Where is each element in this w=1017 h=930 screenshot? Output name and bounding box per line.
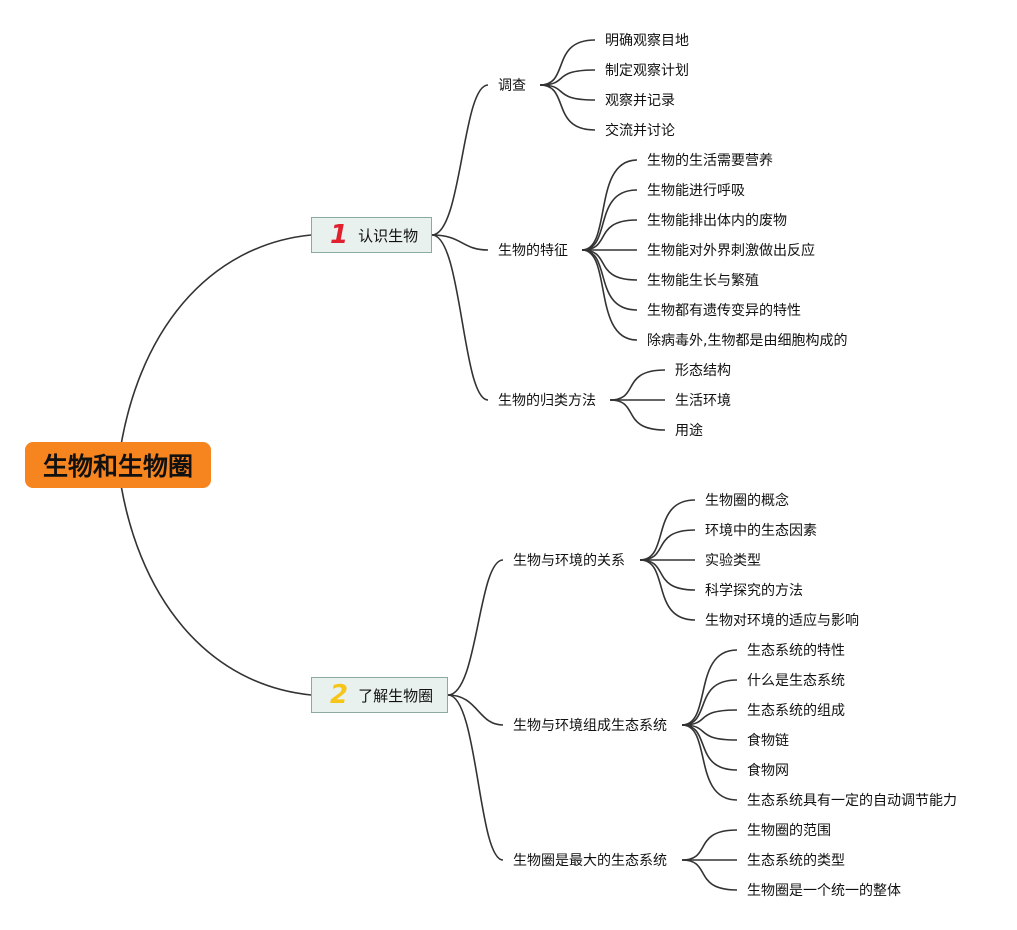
topic-characteristics[interactable]: 生物的特征	[498, 243, 568, 259]
topic-survey[interactable]: 调查	[498, 78, 526, 94]
topic-largest-ecosystem[interactable]: 生物圈是最大的生态系统	[513, 853, 667, 869]
leaf-node[interactable]: 生态系统的特性	[747, 643, 845, 659]
topic-leaf-connector	[639, 559, 696, 621]
branch-topic-connector	[447, 694, 504, 726]
leaf-node[interactable]: 食物网	[747, 763, 789, 779]
topic-leaf-connector	[639, 529, 696, 561]
topic-leaf-connector	[581, 249, 638, 281]
leaf-node[interactable]: 生态系统的组成	[747, 703, 845, 719]
topic-leaf-connector	[639, 559, 696, 591]
leaf-node[interactable]: 科学探究的方法	[705, 583, 803, 599]
branch-topic-connector	[431, 234, 489, 401]
root-topic[interactable]: 生物和生物圈	[25, 442, 211, 488]
topic-leaf-connector	[681, 679, 738, 726]
leaf-node[interactable]: 生活环境	[675, 393, 731, 409]
branch-understand-biosphere[interactable]: 2 了解生物圈	[311, 677, 448, 713]
topic-ecosystem-composition[interactable]: 生物与环境组成生态系统	[513, 718, 667, 734]
topic-leaf-connector	[581, 219, 638, 251]
branch-topic-connector	[431, 84, 489, 236]
leaf-node[interactable]: 生物的生活需要营养	[647, 153, 773, 169]
leaf-node[interactable]: 生物圈是一个统一的整体	[747, 883, 901, 899]
leaf-node[interactable]: 形态结构	[675, 363, 731, 379]
leaf-node[interactable]: 生物对环境的适应与影响	[705, 613, 859, 629]
leaf-node[interactable]: 生物圈的概念	[705, 493, 789, 509]
topic-leaf-connector	[581, 159, 638, 251]
branch-recognize-organisms[interactable]: 1 认识生物	[311, 217, 432, 253]
topic-leaf-connector	[539, 69, 596, 86]
branch-topic-connector	[431, 234, 489, 251]
topic-leaf-connector	[681, 829, 738, 861]
leaf-node[interactable]: 用途	[675, 423, 703, 439]
leaf-node[interactable]: 实验类型	[705, 553, 761, 569]
branch-label: 了解生物圈	[358, 686, 434, 705]
topic-leaf-connector	[681, 724, 738, 801]
leaf-node[interactable]: 交流并讨论	[605, 123, 675, 139]
leaf-node[interactable]: 生物能进行呼吸	[647, 183, 745, 199]
topic-leaf-connector	[539, 84, 596, 101]
leaf-node[interactable]: 生态系统的类型	[747, 853, 845, 869]
topic-leaf-connector	[681, 649, 738, 726]
topic-leaf-connector	[639, 499, 696, 561]
topic-organism-environment[interactable]: 生物与环境的关系	[513, 553, 625, 569]
leaf-node[interactable]: 明确观察目地	[605, 33, 689, 49]
leaf-node[interactable]: 生物圈的范围	[747, 823, 831, 839]
leaf-node[interactable]: 什么是生态系统	[747, 673, 845, 689]
topic-leaf-connector	[581, 249, 638, 341]
leaf-node[interactable]: 生物能对外界刺激做出反应	[647, 243, 815, 259]
topic-leaf-connector	[681, 724, 738, 741]
leaf-node[interactable]: 生物能排出体内的废物	[647, 213, 787, 229]
leaf-node[interactable]: 生态系统具有一定的自动调节能力	[747, 793, 957, 809]
branch-label: 认识生物	[358, 226, 419, 245]
root-branch-connector	[117, 464, 312, 696]
leaf-node[interactable]: 食物链	[747, 733, 789, 749]
topic-leaf-connector	[539, 39, 596, 86]
leaf-node[interactable]: 制定观察计划	[605, 63, 689, 79]
root-branch-connector	[117, 234, 312, 466]
topic-leaf-connector	[539, 84, 596, 131]
topic-leaf-connector	[681, 859, 738, 891]
leaf-node[interactable]: 除病毒外,生物都是由细胞构成的	[647, 333, 848, 349]
topic-leaf-connector	[681, 724, 738, 771]
topic-leaf-connector	[681, 709, 738, 726]
leaf-node[interactable]: 环境中的生态因素	[705, 523, 817, 539]
topic-leaf-connector	[609, 399, 666, 431]
branch-topic-connector	[447, 694, 504, 861]
branch-topic-connector	[447, 559, 504, 696]
leaf-node[interactable]: 观察并记录	[605, 93, 675, 109]
leaf-node[interactable]: 生物能生长与繁殖	[647, 273, 759, 289]
topic-leaf-connector	[581, 189, 638, 251]
number-two-icon: 2	[330, 680, 349, 710]
leaf-node[interactable]: 生物都有遗传变异的特性	[647, 303, 801, 319]
topic-leaf-connector	[609, 369, 666, 401]
number-one-icon: 1	[330, 220, 349, 250]
topic-classification[interactable]: 生物的归类方法	[498, 393, 596, 409]
